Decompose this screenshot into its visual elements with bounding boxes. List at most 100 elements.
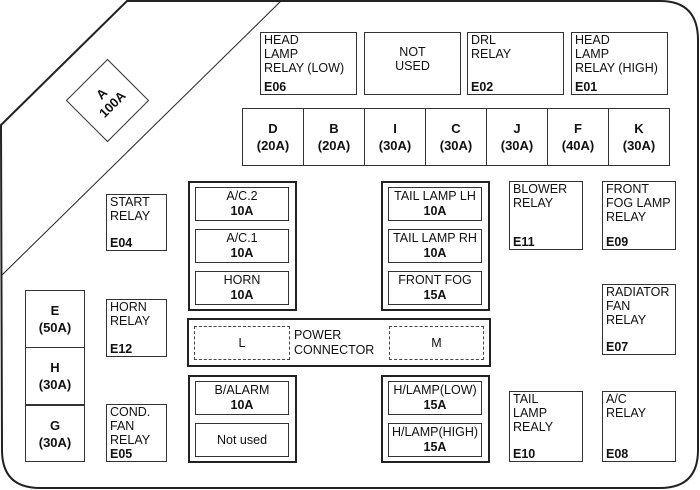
relay-label-line: RELAY [471, 47, 512, 61]
fuse-name: H/LAMP(HIGH) [391, 425, 479, 439]
fuse-k: K (30A) [608, 108, 670, 166]
fuse-rating: 10A [230, 288, 254, 302]
fuse-d: D (20A) [242, 108, 304, 166]
relay-code: E08 [606, 447, 629, 461]
fuse-rating: (20A) [256, 138, 290, 153]
fuse-rating: (30A) [622, 138, 656, 153]
relay-code: E02 [471, 80, 494, 94]
fuse-g: G(30A) [25, 405, 85, 462]
relay-label-line: REALY [513, 420, 554, 434]
fuse-rating: 15A [423, 398, 447, 412]
relay-label-line: FAN [606, 299, 631, 313]
fuse-rating: 10A [230, 398, 254, 412]
fuse-rating: (30A) [378, 138, 412, 153]
relay-code: E09 [606, 235, 629, 249]
fuse-rating: (40A) [561, 138, 595, 153]
fuse-rating: (30A) [38, 434, 72, 450]
relay-label-line: HORN [110, 300, 147, 314]
fuse-letter: K [634, 121, 644, 136]
relay-label-line: START [110, 195, 150, 209]
power-connector [187, 318, 491, 367]
fuse-name: FRONT FOG [398, 273, 472, 287]
relay-label-line: RELAY [110, 433, 151, 447]
relay-code: E10 [513, 447, 536, 461]
fuse-group-right-bottom [381, 375, 490, 463]
connector-m: M [389, 326, 484, 360]
fuse-rating: 10A [423, 204, 447, 218]
relay-label-line: TAIL [513, 392, 539, 406]
relay-label-line: COND. [110, 405, 151, 419]
fuse-group-left-bottom [188, 375, 297, 463]
relay-code: E01 [575, 80, 598, 94]
fuse-rating: (20A) [317, 138, 351, 153]
fuse-letter: H [50, 360, 60, 375]
fuse-letter: G [49, 417, 61, 433]
relay-label-line: LAMP [264, 47, 299, 61]
fuse-name: TAIL LAMP LH [394, 189, 476, 203]
relay-label-line: HEAD [575, 33, 610, 47]
relay-label-line: LAMP [575, 47, 610, 61]
relay-code: E06 [264, 80, 287, 94]
fuse-rating: (30A) [439, 138, 473, 153]
fuse-rating: (30A) [38, 377, 72, 392]
relay-label-line: RELAY [513, 196, 554, 210]
relay-code: E12 [110, 342, 133, 356]
relay-code: E07 [606, 340, 629, 354]
fuse-f: F(40A) [547, 108, 609, 166]
relay-label-line: FRONT [606, 182, 650, 196]
relay-label-line: RELAY [110, 209, 151, 223]
fuse-rating: 15A [423, 288, 447, 302]
fuse-group-left-top [188, 181, 297, 311]
connector-l: L [194, 326, 290, 360]
fuse-b: B (20A) [303, 108, 365, 166]
fuse-rating: (30A) [500, 138, 534, 153]
fuse-letter: C [451, 121, 461, 136]
relay-label-line: DRL [471, 33, 497, 47]
label-line: POWER [294, 328, 342, 342]
fuse-j: J(30A) [486, 108, 548, 166]
fuse-name: H/LAMP(LOW) [393, 383, 477, 397]
fuse-slot: H/LAMP(LOW)15A [388, 381, 482, 415]
fuse-rating: 10A [230, 204, 254, 218]
fuse-rating: 15A [423, 440, 447, 454]
fuse-name: B/ALARM [214, 383, 270, 397]
fuse-letter: D [268, 121, 278, 136]
relay-code: E04 [110, 236, 133, 250]
relay-code: E11 [513, 235, 535, 249]
fuse-e: E(50A) [25, 290, 85, 348]
relay-label-line: USED [395, 59, 430, 73]
fuse-h: H (30A) [25, 347, 85, 405]
relay-label-line: A/C [606, 392, 627, 406]
fuse-letter: E [50, 303, 60, 318]
fuse-name: Not used [216, 432, 268, 447]
relay-label-line: LAMP [513, 406, 548, 420]
fuse-name: TAIL LAMP RH [393, 231, 477, 245]
label-line: CONNECTOR [294, 343, 375, 357]
relay-label-line: RELAY [606, 313, 647, 327]
fuse-letter: B [329, 121, 339, 136]
relay-label-line: RELAY (HIGH) [575, 61, 658, 75]
relay-label-line: RELAY [606, 406, 647, 420]
relay-label-line: FOG LAMP [606, 196, 671, 210]
fuse-rating: 10A [230, 246, 254, 260]
relay-label-line: RELAY [110, 314, 151, 328]
fuse-name: HORN [223, 273, 261, 287]
